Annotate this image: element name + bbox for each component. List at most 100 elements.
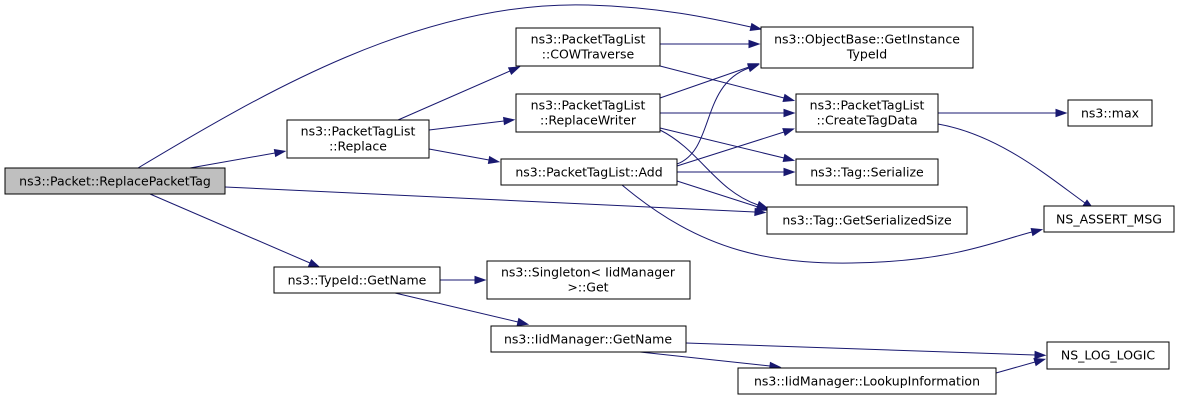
edge-line: [149, 193, 311, 264]
node-replace-packet-tag[interactable]: ns3::Packet::ReplacePacketTag: [4, 167, 226, 195]
edge-line: [428, 120, 505, 131]
edge-iidmanager-get-name-to-ns-log-logic: [685, 342, 1047, 360]
edge-replace-packet-tag-to-typeid-get-name: [149, 193, 321, 268]
arrowhead-icon: [487, 155, 501, 165]
arrowhead-icon: [782, 128, 795, 137]
node-singleton-get[interactable]: ns3::Singleton< IidManager >::Get: [486, 260, 691, 300]
node-packettaglist-replace[interactable]: ns3::PacketTagList ::Replace: [286, 119, 430, 159]
edge-line: [621, 184, 1033, 264]
node-label-line1: ns3::ObjectBase::GetInstance: [774, 32, 960, 47]
node-label: NS_LOG_LOGIC: [1061, 348, 1156, 363]
node-label-line1: ns3::PacketTagList: [531, 32, 646, 47]
edge-replace-writer-to-tag-serialize: [659, 127, 796, 162]
edge-line: [189, 152, 276, 169]
edge-line: [659, 65, 785, 99]
node-label: ns3::Tag::GetSerializedSize: [782, 213, 952, 228]
node-packettaglist-add[interactable]: ns3::PacketTagList::Add: [500, 158, 678, 186]
edge-line: [995, 361, 1036, 374]
arrowhead-icon: [474, 275, 487, 285]
node-cow-traverse[interactable]: ns3::PacketTagList ::COWTraverse: [515, 27, 661, 67]
arrowhead-icon: [516, 317, 530, 326]
node-create-tag-data[interactable]: ns3::PacketTagList ::CreateTagData: [795, 93, 939, 133]
node-label-line1: ns3::PacketTagList: [301, 124, 416, 139]
node-label-line2: TypeId: [846, 47, 887, 62]
edge-lookup-information-to-ns-log-logic: [995, 358, 1047, 374]
edge-replace-writer-to-create-tag-data: [660, 108, 796, 118]
edge-layer: [137, 4, 1095, 374]
node-get-instance-typeid[interactable]: ns3::ObjectBase::GetInstance TypeId: [760, 26, 974, 69]
node-label: ns3::PacketTagList::Add: [515, 165, 662, 180]
edge-line: [659, 129, 759, 206]
arrowhead-icon: [747, 64, 760, 73]
node-ns-assert-msg[interactable]: NS_ASSERT_MSG: [1043, 205, 1175, 233]
node-ns-log-logic[interactable]: NS_LOG_LOGIC: [1046, 341, 1170, 370]
edge-replace-packet-tag-to-get-instance-typeid: [137, 4, 763, 169]
node-ns3-max[interactable]: ns3::max: [1067, 99, 1153, 127]
edge-line: [428, 148, 490, 161]
node-label-line2: ::COWTraverse: [542, 47, 635, 62]
node-typeid-get-name[interactable]: ns3::TypeId::GetName: [273, 266, 441, 294]
edge-line: [659, 66, 750, 99]
arrowhead-icon: [782, 153, 796, 162]
arrowhead-icon: [307, 258, 321, 268]
node-label-line2: ::ReplaceWriter: [540, 113, 637, 128]
node-label: ns3::max: [1081, 106, 1139, 121]
edge-line: [685, 342, 1036, 356]
node-lookup-information[interactable]: ns3::IidManager::LookupInformation: [737, 367, 997, 395]
node-label: ns3::Tag::Serialize: [810, 165, 924, 180]
edge-replace-packet-tag-to-tag-get-serialized-size: [224, 186, 767, 217]
arrowhead-icon: [756, 202, 769, 211]
node-label-line2: >::Get: [567, 280, 608, 295]
edge-line: [397, 70, 511, 121]
edge-cow-traverse-to-create-tag-data: [659, 65, 796, 102]
node-label: ns3::IidManager::GetName: [504, 332, 672, 347]
node-replace-writer[interactable]: ns3::PacketTagList ::ReplaceWriter: [515, 93, 661, 133]
arrowhead-icon: [783, 167, 796, 177]
arrowhead-icon: [749, 22, 763, 31]
edge-typeid-get-name-to-iidmanager-get-name: [394, 292, 530, 326]
edge-ptl-replace-to-replace-writer: [428, 116, 516, 131]
node-label: ns3::TypeId::GetName: [288, 273, 427, 288]
edge-line: [937, 123, 1086, 204]
edge-line: [659, 127, 785, 159]
edge-line: [224, 186, 756, 213]
edge-ptl-add-to-tag-serialize: [677, 167, 796, 177]
node-tag-serialize[interactable]: ns3::Tag::Serialize: [795, 158, 939, 186]
edge-replace-packet-tag-to-ptl-replace: [189, 148, 287, 169]
node-label: ns3::IidManager::LookupInformation: [754, 374, 980, 389]
arrowhead-icon: [1030, 228, 1044, 237]
edge-create-tag-data-to-ns-assert-msg: [937, 123, 1095, 210]
edge-line: [676, 180, 759, 208]
node-tag-get-serialized-size[interactable]: ns3::Tag::GetSerializedSize: [766, 206, 968, 235]
arrowhead-icon: [1033, 358, 1047, 367]
edge-replace-writer-to-get-instance-typeid: [659, 63, 760, 99]
arrowhead-icon: [782, 93, 796, 102]
arrowhead-icon: [1034, 350, 1047, 360]
arrowhead-icon: [503, 116, 516, 126]
arrowhead-icon: [748, 39, 761, 49]
node-label-line2: ::Replace: [329, 139, 387, 154]
edge-typeid-get-name-to-singleton-get: [440, 275, 487, 285]
edge-ptl-replace-to-ptl-add: [428, 148, 501, 165]
edge-line: [394, 292, 519, 323]
edge-line: [676, 131, 785, 167]
edge-ptl-add-to-get-instance-typeid: [676, 64, 760, 165]
edge-ptl-add-to-tag-get-serialized-size: [676, 180, 769, 211]
edge-ptl-replace-to-cow-traverse: [397, 66, 521, 121]
node-label-line2: ::CreateTagData: [817, 113, 918, 128]
edge-line: [137, 4, 752, 169]
arrowhead-icon: [273, 148, 287, 158]
arrowhead-icon: [507, 66, 521, 76]
edge-cow-traverse-to-get-instance-typeid: [660, 39, 761, 49]
node-label-line1: ns3::PacketTagList: [810, 98, 925, 113]
node-iidmanager-get-name[interactable]: ns3::IidManager::GetName: [490, 325, 687, 353]
edge-ptl-add-to-ns-assert-msg: [621, 184, 1044, 264]
edge-create-tag-data-to-ns3-max: [938, 108, 1068, 118]
edge-iidmanager-get-name-to-lookup-information: [639, 351, 782, 371]
edge-ptl-add-to-create-tag-data: [676, 128, 795, 167]
edge-line: [676, 67, 750, 165]
arrowhead-icon: [1055, 108, 1068, 118]
node-label-line1: ns3::Singleton< IidManager: [501, 265, 676, 280]
node-label-line1: ns3::PacketTagList: [531, 98, 646, 113]
node-label: NS_ASSERT_MSG: [1056, 212, 1162, 227]
